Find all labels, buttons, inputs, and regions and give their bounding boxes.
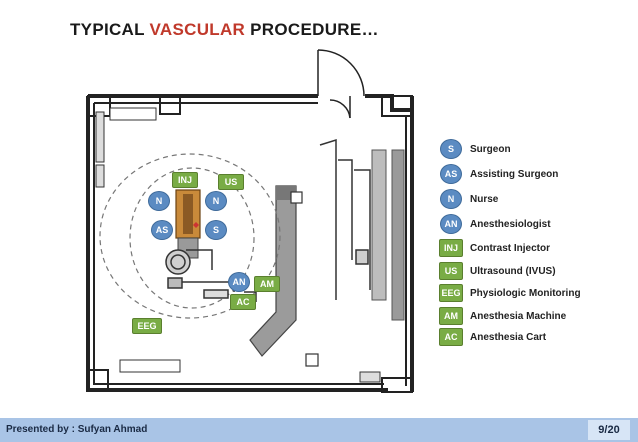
c-arm — [165, 249, 257, 302]
legend-mark-contrast-injector: INJ — [439, 239, 463, 257]
title-highlight: VASCULAR — [149, 20, 246, 39]
legend-label-physiologic-monitoring: Physiologic Monitoring — [470, 288, 581, 299]
plan-tag-anesthesia-cart: AC — [230, 294, 256, 310]
footer-bar: Presented by : Sufyan Ahmad 9/20 — [0, 418, 638, 442]
sterile-field — [99, 153, 281, 319]
legend-mark-anesthesia-cart: AC — [439, 328, 463, 346]
plan-tag-ultrasound: US — [218, 174, 244, 190]
plan-tag-surgeon: S — [205, 220, 227, 240]
legend-mark-surgeon: S — [440, 139, 462, 159]
legend-mark-nurse: N — [440, 189, 462, 209]
plan-tag-nurse-right: N — [205, 191, 227, 211]
legend-label-anesthesia-cart: Anesthesia Cart — [470, 332, 547, 343]
corridor-walls — [319, 138, 371, 300]
legend-label-surgeon: Surgeon — [470, 144, 511, 155]
inner-walls — [87, 95, 413, 393]
operating-table — [175, 189, 201, 259]
legend-mark-ultrasound: US — [439, 262, 463, 280]
left-casework — [95, 107, 381, 383]
legend-mark-assisting-surgeon: AS — [440, 164, 462, 184]
plan-tag-anesthesia-machine: AM — [254, 276, 280, 292]
legend-label-anesthesiologist: Anesthesiologist — [470, 219, 551, 230]
legend-mark-anesthesia-machine: AM — [439, 307, 463, 325]
legend-label-assisting-surgeon: Assisting Surgeon — [470, 169, 559, 180]
legend-mark-anesthesiologist: AN — [440, 214, 462, 234]
legend-label-anesthesia-machine: Anesthesia Machine — [470, 311, 567, 322]
presenter-credit: Presented by : Sufyan Ahmad — [6, 424, 148, 435]
room-walls — [86, 94, 414, 392]
plan-tag-assisting-surgeon: AS — [151, 220, 173, 240]
plan-tag-physiologic-monitoring: EEG — [132, 318, 162, 334]
floor-box — [305, 353, 319, 367]
page-number: 9/20 — [588, 420, 630, 440]
legend-label-contrast-injector: Contrast Injector — [470, 243, 551, 254]
legend-label-nurse: Nurse — [470, 194, 499, 205]
door-swing — [317, 49, 365, 119]
legend-mark-physiologic-monitoring: EEG — [439, 284, 463, 302]
side-counter — [371, 149, 405, 321]
legend-label-ultrasound: Ultrasound (IVUS) — [470, 266, 556, 277]
plan-tag-nurse-left: N — [148, 191, 170, 211]
workstation — [249, 185, 297, 357]
page-title: TYPICAL VASCULAR PROCEDURE… — [70, 20, 379, 39]
plan-tag-injector: INJ — [172, 172, 198, 188]
plan-tag-anesthesiologist: AN — [228, 272, 250, 292]
outlet-box — [290, 191, 303, 204]
